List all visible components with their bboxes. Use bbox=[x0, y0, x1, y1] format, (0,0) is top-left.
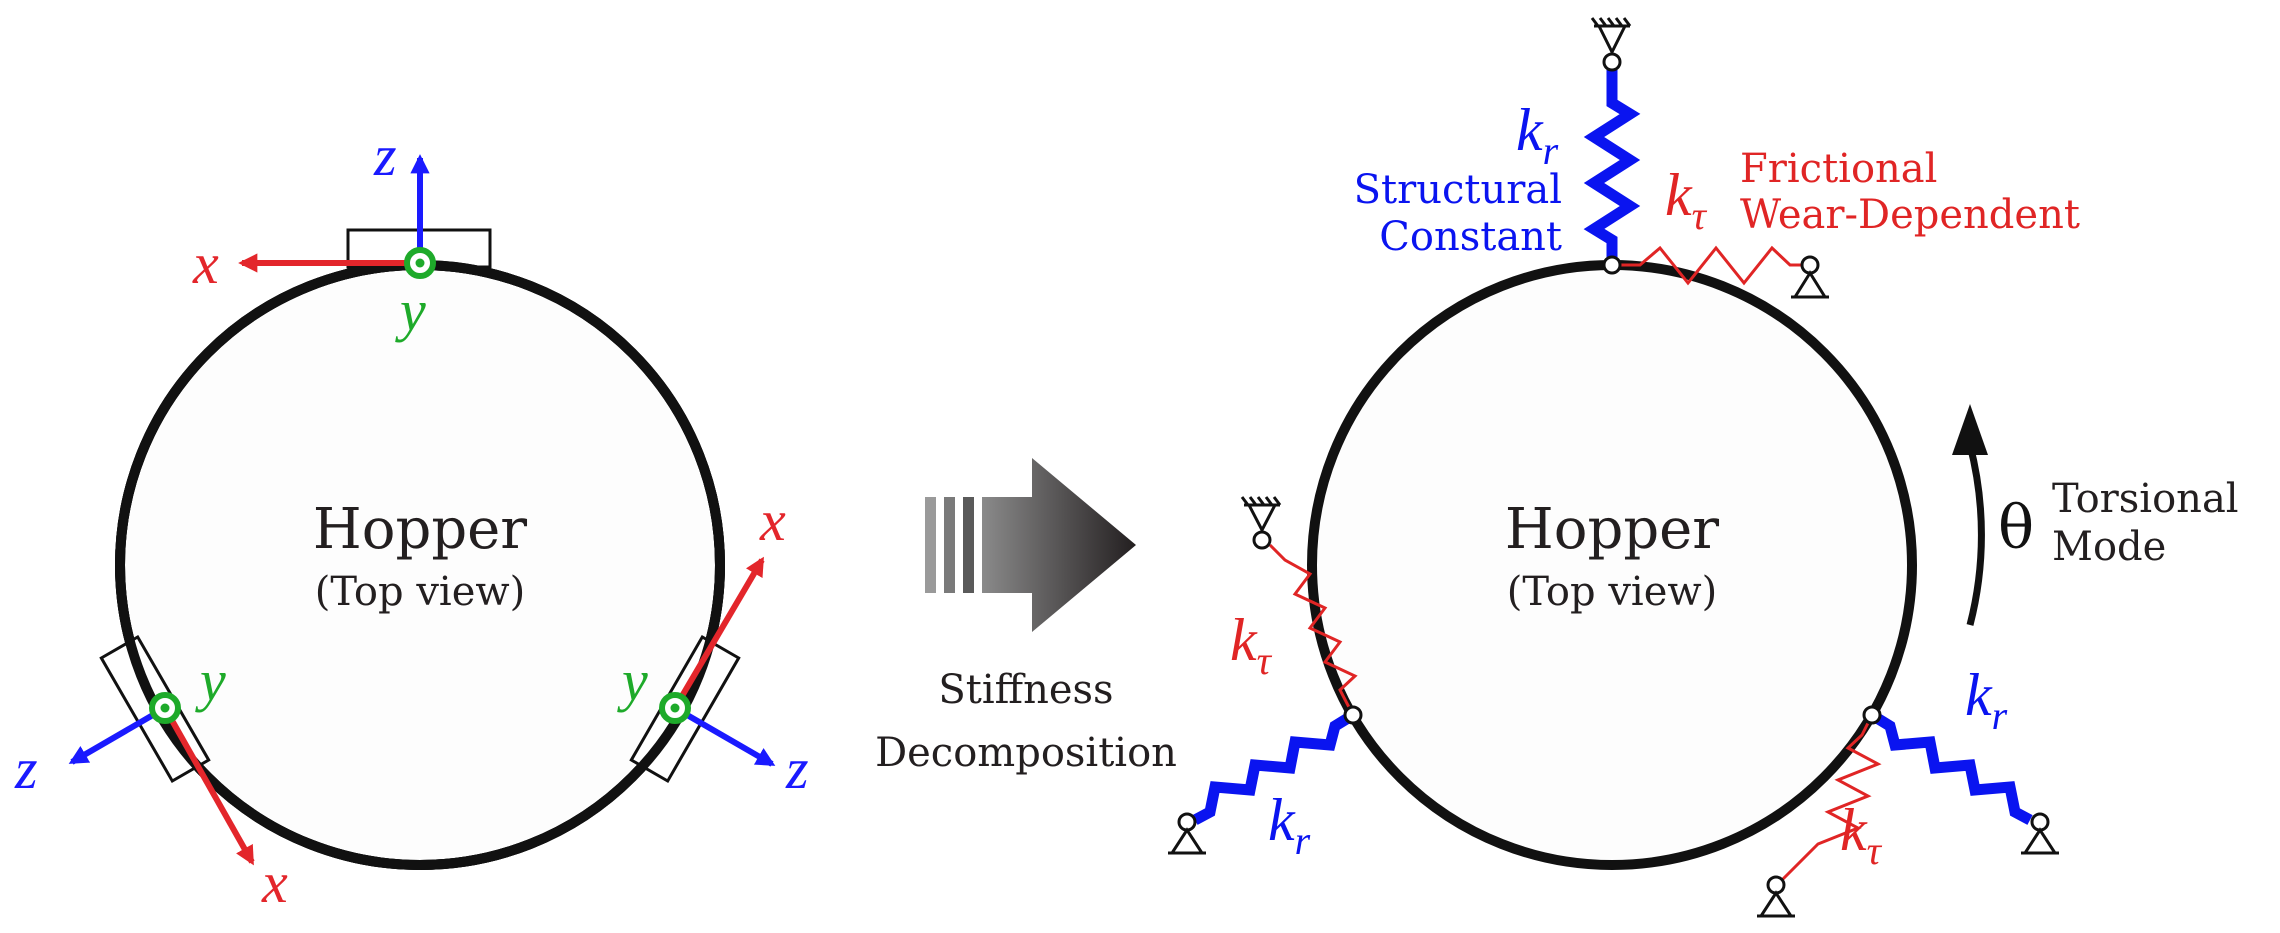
bottom-left-z-axis bbox=[68, 705, 167, 765]
bottom-right-ktau-spring bbox=[1780, 714, 1882, 882]
transition-line1: Stiffness bbox=[938, 667, 1113, 713]
mode-line2: Mode bbox=[2052, 524, 2166, 570]
bottom-right-kr-spring bbox=[1869, 710, 2033, 825]
bottom-right-z-axis bbox=[673, 705, 776, 767]
theta-symbol: θ bbox=[1998, 493, 2034, 563]
bottom-left-z-label: z bbox=[14, 736, 38, 801]
left-panel: z x y y z x y z x Hopper (Top view) bbox=[14, 123, 809, 915]
left-ktau-label: kτ bbox=[1230, 607, 1273, 683]
left-anchor bbox=[1240, 496, 1282, 550]
top-y-label: y bbox=[395, 278, 426, 343]
bottom-right-x-axis bbox=[672, 556, 765, 710]
attachment-pins bbox=[1343, 255, 1882, 725]
left-view-label: (Top view) bbox=[315, 569, 526, 615]
springs bbox=[1192, 70, 2033, 882]
bottom-right-anchor bbox=[2021, 812, 2059, 855]
bottom-left-kr-spring bbox=[1192, 710, 1356, 825]
arrow-shape bbox=[982, 458, 1136, 632]
mode-line1: Torsional bbox=[2052, 476, 2239, 522]
decomposition-arrow: Stiffness Decomposition bbox=[875, 458, 1177, 776]
ktau-description-line2: Wear-Dependent bbox=[1740, 192, 2080, 238]
top-anchor bbox=[1590, 17, 1632, 72]
right-view-label: (Top view) bbox=[1507, 569, 1718, 615]
ground-anchors bbox=[1168, 17, 2059, 918]
right-panel: Hopper (Top view) kr kr kr kτ kτ kτ Stru… bbox=[1168, 17, 2239, 918]
bottom-right-y-label: y bbox=[617, 648, 648, 713]
top-ktau-spring bbox=[1612, 245, 1810, 286]
top-z-label: z bbox=[373, 123, 397, 188]
bottom-left-x-axis bbox=[162, 706, 255, 866]
kr-description-line2: Constant bbox=[1379, 214, 1562, 260]
bottom-left-y-label: y bbox=[195, 648, 226, 713]
bottom-left-kr-label: kr bbox=[1268, 787, 1311, 863]
bottom-right-x-label: x bbox=[759, 488, 786, 553]
bottom-left-x-label: x bbox=[261, 850, 288, 915]
kr-description-line1: Structural bbox=[1354, 167, 1562, 213]
bottom-right-z-label: z bbox=[785, 736, 809, 801]
bottom-left-ktau-spring bbox=[1268, 543, 1358, 716]
top-x-label: x bbox=[192, 231, 219, 296]
top-kr-label: kr bbox=[1516, 97, 1559, 173]
bottom-anchor bbox=[1757, 875, 1795, 918]
top-right-anchor bbox=[1791, 255, 1829, 299]
bottom-left-anchor bbox=[1168, 812, 1206, 855]
bottom-right-kr-label: kr bbox=[1965, 662, 2008, 738]
transition-line2: Decomposition bbox=[875, 730, 1177, 776]
right-hopper-circle bbox=[1307, 260, 1917, 870]
torsional-mode-arrow bbox=[1966, 444, 1985, 626]
left-hopper-label: Hopper bbox=[313, 497, 527, 562]
bottom-right-ktau-label: kτ bbox=[1840, 797, 1883, 873]
top-ktau-label: kτ bbox=[1665, 162, 1708, 238]
ktau-description-line1: Frictional bbox=[1740, 146, 1937, 192]
right-hopper-label: Hopper bbox=[1505, 497, 1719, 562]
top-kr-spring bbox=[1583, 70, 1641, 265]
